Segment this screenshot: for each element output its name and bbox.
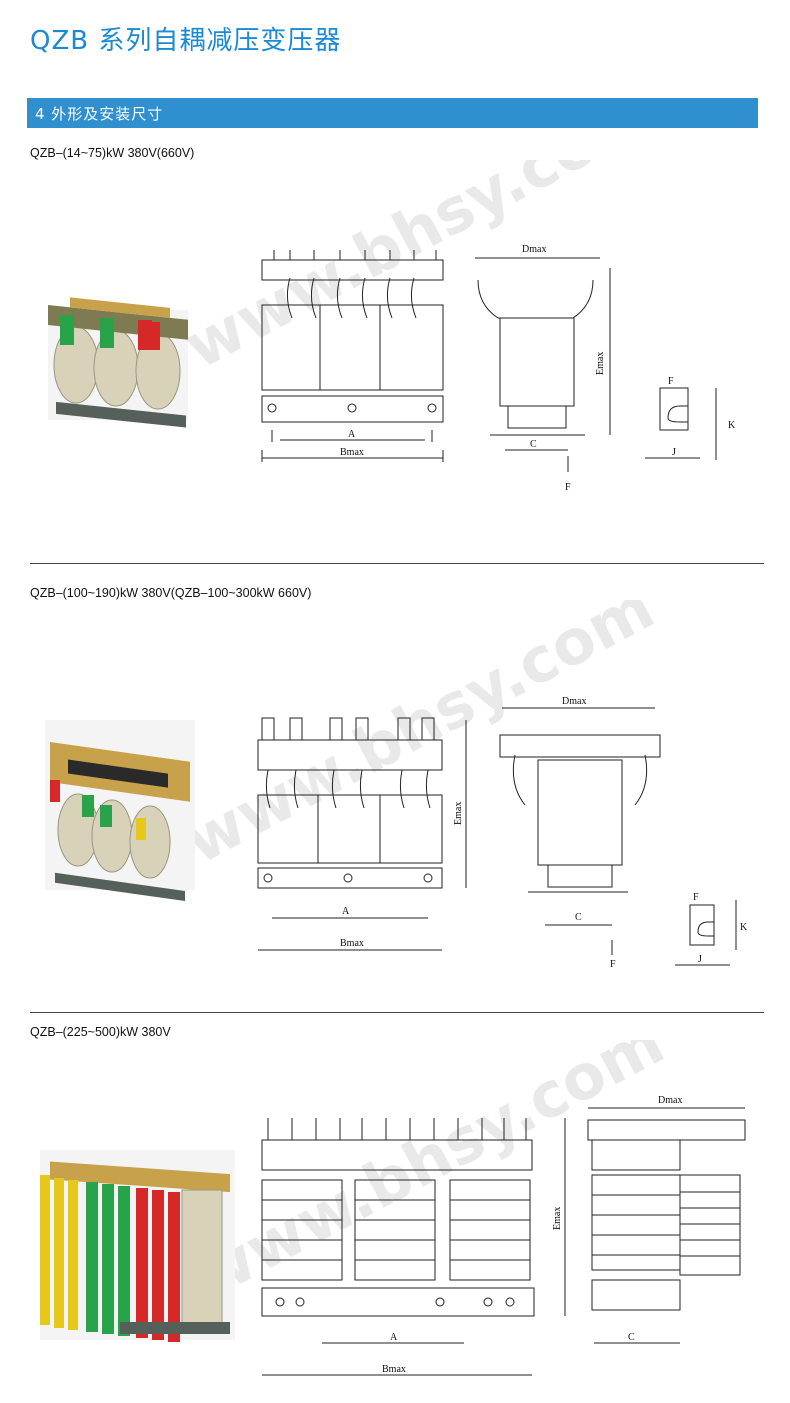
product-photo bbox=[45, 720, 195, 902]
model-block-1: www.bhsy.com A Bmax bbox=[0, 160, 790, 560]
dim-bmax-label: Bmax bbox=[340, 447, 364, 458]
dim-a-label: A bbox=[390, 1332, 398, 1343]
section-header: 4 外形及安装尺寸 bbox=[27, 98, 758, 128]
dim-f-arrow-label: F bbox=[565, 482, 571, 493]
divider-2 bbox=[30, 1012, 764, 1013]
dim-a-label: A bbox=[348, 429, 356, 440]
dim-dmax-label: Dmax bbox=[562, 696, 586, 707]
dim-k-label: K bbox=[740, 922, 748, 933]
dim-bmax-label: Bmax bbox=[340, 938, 364, 949]
dim-j-label: J bbox=[672, 447, 676, 458]
product-photo bbox=[48, 297, 188, 428]
dim-emax-label: Emax bbox=[595, 352, 606, 375]
watermark: www.bhsy.com bbox=[183, 1040, 676, 1313]
dim-c-label: C bbox=[628, 1332, 635, 1343]
dim-j-label: J bbox=[698, 954, 702, 965]
dim-c-label: C bbox=[575, 912, 582, 923]
model-block-2: www.bhsy.com A Bmax Emax bbox=[0, 600, 790, 1010]
section-title: 4 外形及安装尺寸 bbox=[35, 105, 164, 123]
product-photo bbox=[40, 1150, 235, 1342]
foot-detail-drawing bbox=[645, 387, 717, 460]
dim-c-label: C bbox=[530, 439, 537, 450]
dim-bmax-label: Bmax bbox=[382, 1364, 406, 1375]
dim-k-label: K bbox=[728, 420, 736, 431]
dim-dmax-label: Dmax bbox=[522, 244, 546, 255]
dim-a-label: A bbox=[342, 906, 350, 917]
model-label-2: QZB–(100~190)kW 380V(QZB–100~300kW 660V) bbox=[30, 586, 312, 600]
watermark: www.bhsy.com bbox=[173, 160, 666, 383]
dim-f-arrow-label: F bbox=[610, 959, 616, 970]
front-view-drawing bbox=[257, 717, 467, 951]
model-label-3: QZB–(225~500)kW 380V bbox=[30, 1025, 171, 1039]
watermark: www.bhsy.com bbox=[173, 600, 666, 878]
dim-dmax-label: Dmax bbox=[658, 1095, 682, 1106]
front-view-drawing bbox=[261, 250, 444, 462]
foot-detail-drawing bbox=[675, 900, 737, 966]
side-view-drawing bbox=[499, 707, 661, 955]
side-view-drawing bbox=[587, 1107, 746, 1344]
dim-emax-label: Emax bbox=[453, 802, 464, 825]
divider-1 bbox=[30, 563, 764, 564]
dim-f-label: F bbox=[693, 892, 699, 903]
dim-emax-label: Emax bbox=[552, 1207, 563, 1230]
model-label-1: QZB–(14~75)kW 380V(660V) bbox=[30, 146, 195, 160]
model-block-3: www.bhsy.com A Bmax Emax bbox=[0, 1040, 790, 1400]
dim-f-label: F bbox=[668, 376, 674, 387]
side-view-drawing bbox=[475, 257, 611, 472]
front-view-drawing bbox=[261, 1118, 566, 1376]
page-title: QZB 系列自耦减压变压器 bbox=[30, 26, 342, 56]
